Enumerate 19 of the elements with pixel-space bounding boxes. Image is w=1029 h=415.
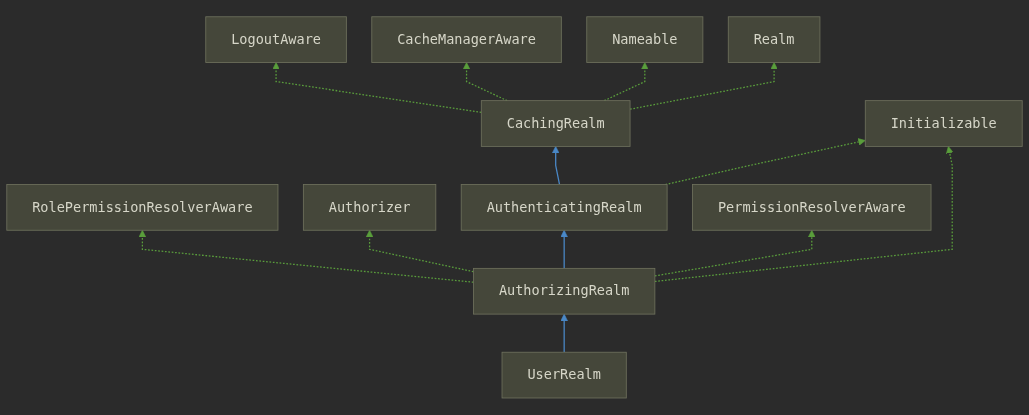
node-box: AuthenticatingRealm: [460, 184, 668, 231]
node-box: CachingRealm: [480, 100, 631, 147]
node-box: LogoutAware: [205, 16, 347, 64]
node-box: RolePermissionResolverAware: [6, 184, 279, 231]
arrow: [365, 230, 475, 273]
node-box: AuthorizingRealm: [473, 268, 656, 315]
arrow: [138, 230, 475, 283]
arrow: [272, 62, 482, 114]
arrow: [560, 230, 568, 270]
arrow: [551, 146, 561, 186]
node-box: CacheManagerAware: [371, 16, 562, 64]
node-box: Realm: [727, 16, 821, 64]
node-box: Authorizer: [302, 184, 437, 231]
node-box: PermissionResolverAware: [692, 184, 932, 231]
node-box: UserRealm: [501, 351, 627, 399]
node-box: Initializable: [864, 100, 1023, 147]
arrow: [560, 313, 568, 353]
arrow: [654, 146, 954, 283]
node-box: Nameable: [586, 16, 704, 64]
